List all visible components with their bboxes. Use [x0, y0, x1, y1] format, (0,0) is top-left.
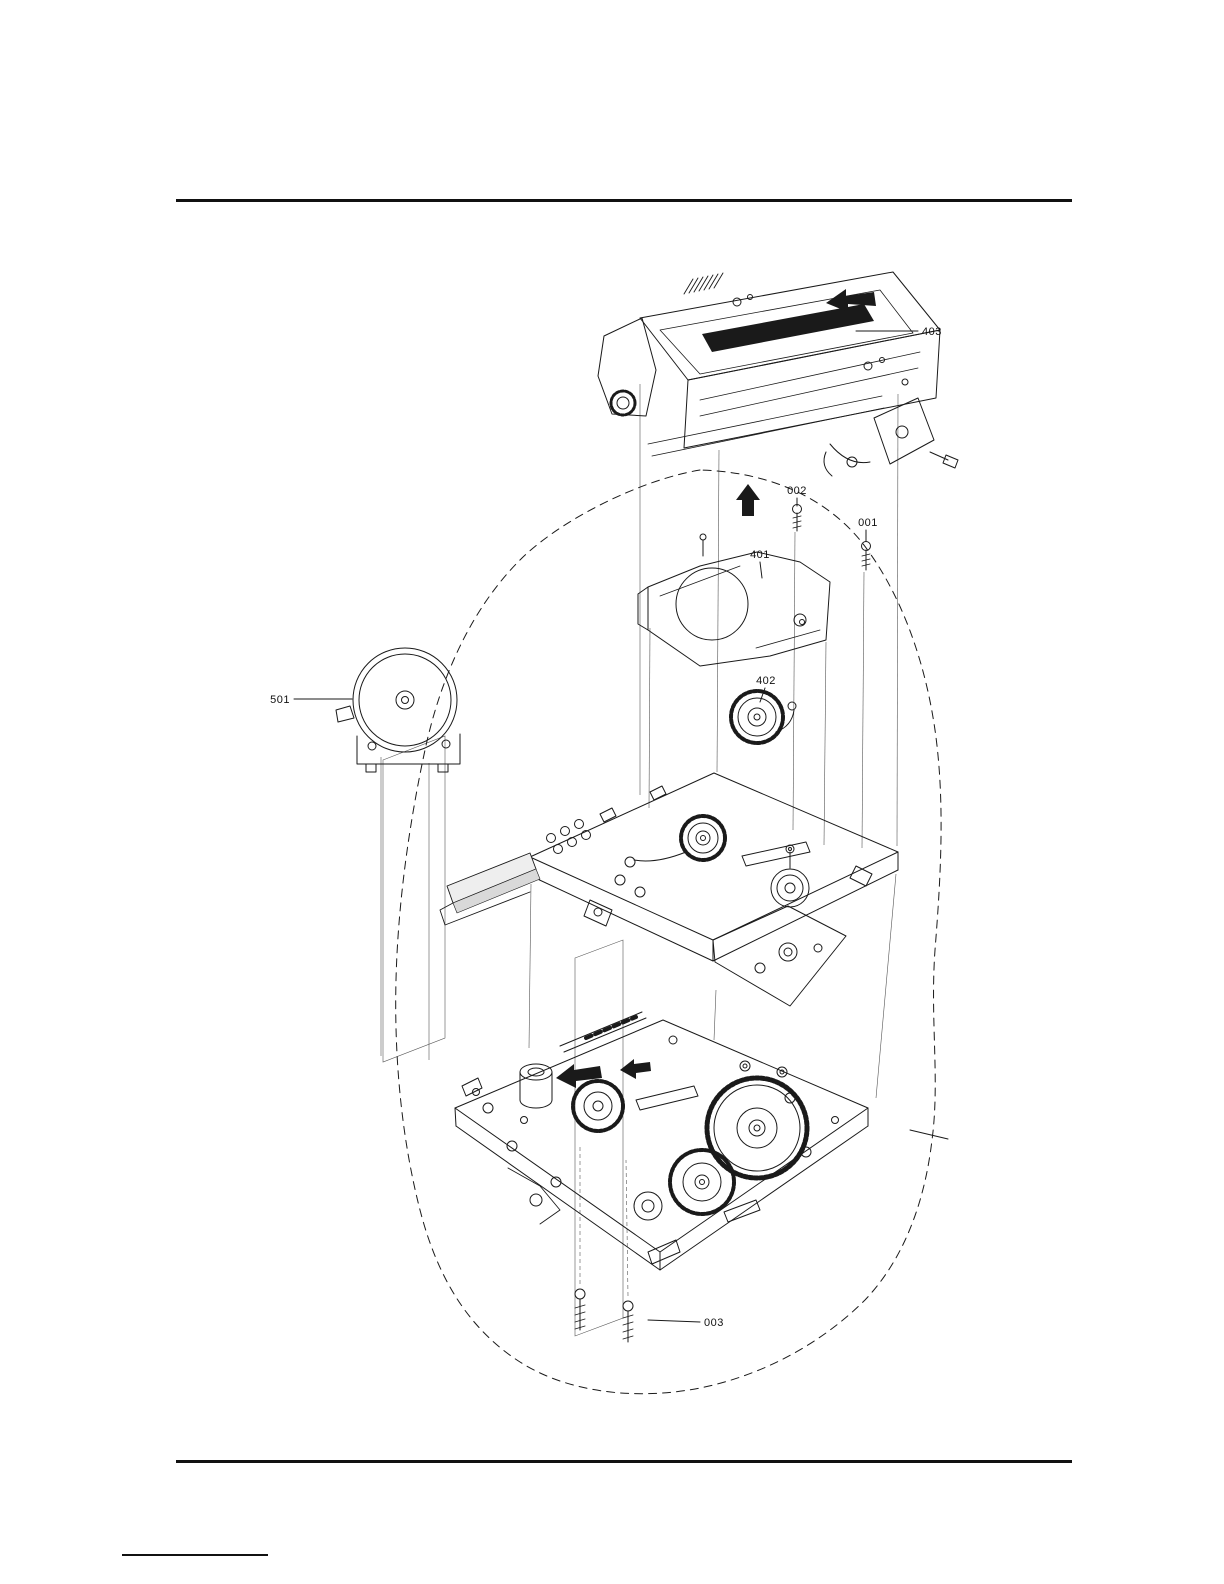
- callout-402: 402: [756, 675, 776, 687]
- callout-403: 403: [922, 326, 942, 338]
- middle-chassis: [439, 772, 899, 1007]
- top-rule: [176, 199, 1072, 202]
- bracket-plate-401: [637, 533, 831, 667]
- callout-501: 501: [270, 694, 290, 706]
- screw-001: [861, 541, 871, 571]
- bottom-rule: [176, 1460, 1072, 1463]
- cam-gear-402: [729, 689, 797, 745]
- callout-401: 401: [750, 549, 770, 561]
- screw-002: [792, 504, 802, 532]
- door-rib-hatching: [683, 272, 724, 295]
- callout-003: 003: [704, 1317, 724, 1329]
- projection-lines: [380, 384, 899, 1337]
- direction-arrow-chassis-icon: [556, 1064, 602, 1088]
- direction-arrow-up-icon: [736, 484, 760, 516]
- direction-arrow-left-icon: [826, 289, 876, 312]
- bottom-chassis: [454, 1011, 869, 1271]
- dashed-boundary: [395, 469, 942, 1395]
- leader-lines: [293, 330, 949, 1323]
- callout-002: 002: [787, 485, 807, 497]
- direction-arrow-chassis-small-icon: [620, 1059, 651, 1079]
- cassette-holder-assembly: [597, 271, 959, 477]
- callout-001: 001: [858, 517, 878, 529]
- reel-motor-assembly-501: [335, 647, 461, 773]
- footnote-rule: [122, 1554, 268, 1556]
- screws-003: [574, 1288, 634, 1343]
